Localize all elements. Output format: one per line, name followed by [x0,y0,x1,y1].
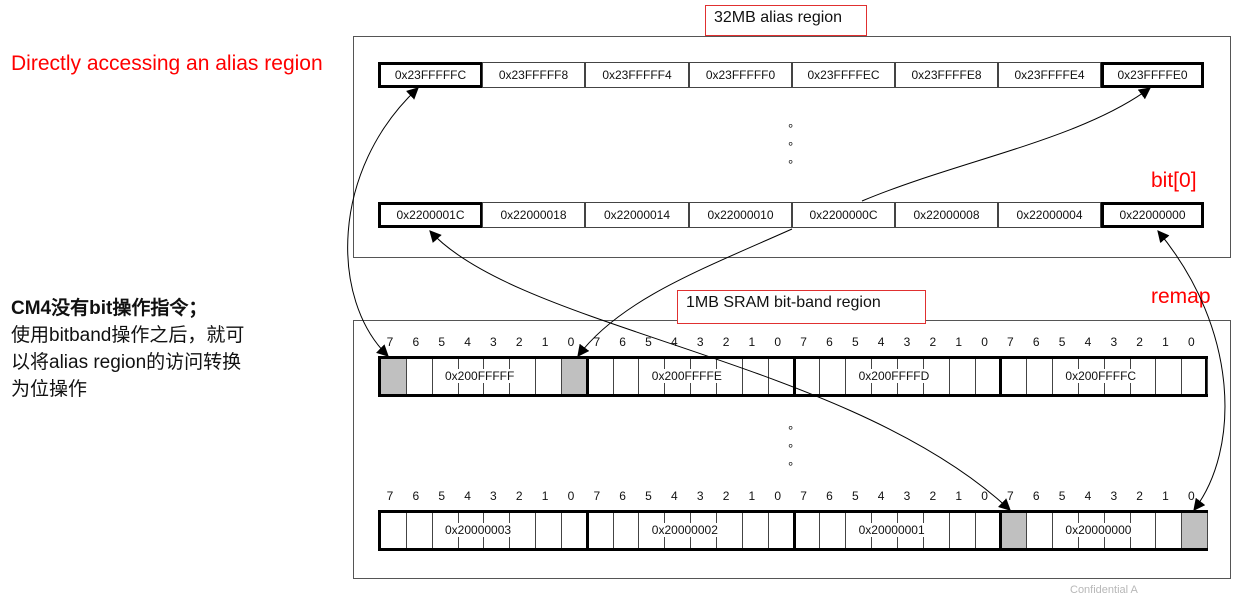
bit-cell [407,513,433,548]
sram-byte-address: 0x20000002 [649,523,720,537]
alias-top-to-sram-bit7-arrow [347,87,419,357]
sram-byte-address: 0x20000000 [1063,523,1134,537]
byte-separator [792,510,796,551]
bit-number-label: 2 [1136,335,1143,349]
bit-number-label: 2 [1136,489,1143,503]
alias-region-title: 32MB alias region [705,5,867,36]
bit-cell [1027,359,1054,394]
bit-number-label: 4 [1084,489,1092,503]
alias-address-cell: 0x23FFFFF0 [689,62,792,88]
alias-address-cell: 0x22000014 [585,202,689,228]
ellipsis-dot: ° [788,121,794,136]
highlighted-bit-cell [381,359,407,394]
bit0-alias-to-alias-top-arrow [861,87,1151,202]
bit-cell [717,513,743,548]
bit-number-label: 5 [1058,335,1066,349]
sram-byte-address: 0x200FFFFC [1063,369,1139,383]
alias-address-cell: 0x22000010 [689,202,792,228]
alias-address-cell: 0x23FFFFF8 [482,62,585,88]
alias-address-cell: 0x23FFFFFC [378,62,483,88]
alias-address-cell: 0x22000004 [998,202,1101,228]
bit-cell [381,513,407,548]
bit-cell [510,513,537,548]
bit-cell [924,513,950,548]
alias-address-cell: 0x23FFFFE4 [998,62,1101,88]
remap-arrow [1157,230,1226,511]
bit0-alias-to-sram-top-arrow [577,228,793,357]
bit-cell [588,513,614,548]
alias-address-cell: 0x22000018 [482,202,585,228]
note-block: CM4没有bit操作指令； 使用bitband操作之后，就可 以将alias r… [11,295,244,403]
byte-separator [999,510,1003,551]
bit-number-label: 6 [412,489,420,503]
bit-cell [614,513,640,548]
note-line-2: 使用bitband操作之后，就可 [11,325,245,346]
bit-cell [1157,513,1183,548]
alias-address-cell: 0x2200000C [792,202,895,228]
bit-cell [1027,513,1054,548]
bit-number-label: 6 [1032,489,1040,503]
note-line-3: 以将alias region的访问转换 [11,352,242,373]
bit-cell [743,513,769,548]
sram-byte-address: 0x20000003 [443,523,514,537]
bit-cell [1182,359,1209,394]
alias-address-cell: 0x22000000 [1101,202,1204,228]
bit-number-label: 4 [1084,335,1092,349]
bit-number-label: 3 [1110,335,1118,349]
bit-number-label: 6 [1032,335,1040,349]
note-line-1: CM4没有bit操作指令； [11,298,208,319]
highlighted-bit-cell [1001,513,1028,548]
ellipsis-dot: ° [788,139,794,154]
bit-cell [536,513,562,548]
alias-bottom-to-sram-bottom-arrow [429,230,1011,511]
bit-cell [1131,359,1157,394]
note-line-4: 为位操作 [11,379,88,400]
alias-address-cell: 0x23FFFFE8 [895,62,998,88]
bit-cell [1131,513,1157,548]
byte-separator [585,510,589,551]
alias-address-cell: 0x22000008 [895,202,998,228]
bit-cell [950,513,976,548]
left-title: Directly accessing an alias region [11,52,323,75]
bit-cell [820,513,847,548]
alias-address-cell: 0x23FFFFE0 [1101,62,1204,88]
bit-number-label: 5 [1058,489,1066,503]
alias-address-cell: 0x23FFFFEC [792,62,895,88]
bit-cell [795,513,821,548]
sram-byte-row: 0x20000003 0x20000002 0x20000001 0x20000000 [378,510,1209,551]
bit0-label: bit[0] [1151,169,1197,192]
sram-byte-address: 0x20000001 [856,523,927,537]
ellipsis-dot: ° [788,157,794,172]
alias-address-cell: 0x23FFFFF4 [585,62,689,88]
bit-number-label: 7 [386,489,394,503]
confidential-watermark: Confidential A [1070,584,1138,596]
bit-cell [1001,359,1028,394]
highlighted-bit-cell [1182,513,1209,548]
bit-number-label: 3 [1110,489,1118,503]
